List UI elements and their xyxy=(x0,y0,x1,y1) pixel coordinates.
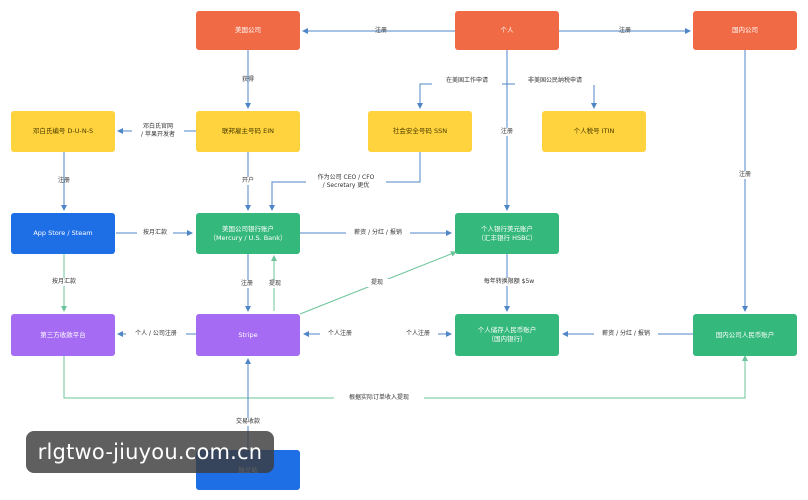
node-app-store: App Store / Steam xyxy=(11,213,115,254)
label-register-2: 注册 xyxy=(618,27,631,34)
edge-withdraw-order xyxy=(63,355,748,399)
node-duns: 邓白氏编号 D-U-N-S xyxy=(11,111,115,152)
label-annual-limit: 每年转换限额 $5w xyxy=(471,278,547,286)
label-salary-dividend-1: 薪资 / 分红 / 报销 xyxy=(346,229,410,237)
edge-individual-itin xyxy=(507,83,597,109)
label-monthly-remit-1: 按月汇款 xyxy=(137,229,173,237)
label-salary-dividend-2: 薪资 / 分红 / 报销 xyxy=(594,330,658,338)
label-register-stripe: 注册 xyxy=(234,280,260,288)
label-withdraw-2: 提现 xyxy=(364,279,390,287)
label-via-apple: 邓白氏官网 / 苹果开发者 xyxy=(132,123,184,139)
label-monthly-remit-2: 按月汇款 xyxy=(46,278,82,286)
node-third-party-platform: 第三方收款平台 xyxy=(11,314,115,356)
label-withdraw-by-order: 根据实际订单收入提现 xyxy=(334,394,424,402)
label-ceo-update: 作为公司 CEO / CFO / Secretary 更优 xyxy=(306,174,386,190)
node-domestic-company: 国内公司 xyxy=(693,11,797,50)
label-register-1: 注册 xyxy=(374,27,387,34)
label-personal-register-2: 个人注册 xyxy=(398,330,438,338)
node-us-company: 美国公司 xyxy=(196,11,300,50)
node-individual: 个人 xyxy=(455,11,559,50)
label-open-account: 开户 xyxy=(233,177,263,185)
label-obtain: 获得 xyxy=(241,76,254,83)
node-domestic-company-account: 国内公司人民币账户 xyxy=(693,314,797,356)
node-stripe: Stripe xyxy=(196,314,300,356)
label-withdraw-1: 提现 xyxy=(262,280,288,288)
label-register-4: 注册 xyxy=(492,128,522,136)
label-register-3: 注册 xyxy=(57,177,70,184)
label-personal-register-1: 个人注册 xyxy=(320,330,360,338)
node-personal-rmb-account: 个人储存人民币账户 （国内银行） xyxy=(455,314,559,356)
label-apply-nonresident: 非美国公民纳税申请 xyxy=(515,77,595,85)
label-apply-work: 在美国工作申请 xyxy=(432,77,502,85)
label-register-5: 注册 xyxy=(730,171,760,179)
node-itin: 个人税号 ITIN xyxy=(542,111,646,152)
node-ein: 联邦雇主号码 EIN xyxy=(196,111,300,152)
label-personal-company-register: 个人 / 公司注册 xyxy=(126,330,186,338)
node-personal-usd-account: 个人银行美元账户 （汇丰银行 HSBC） xyxy=(455,213,559,254)
node-ssn: 社会安全号码 SSN xyxy=(368,111,472,152)
node-us-company-account: 美国公司银行账户 （Mercury / U.S. Bank） xyxy=(196,213,300,254)
watermark-overlay: rlgtwo-jiuyou.com.cn xyxy=(26,431,274,473)
label-transaction-fee: 交易收款 xyxy=(230,418,266,426)
